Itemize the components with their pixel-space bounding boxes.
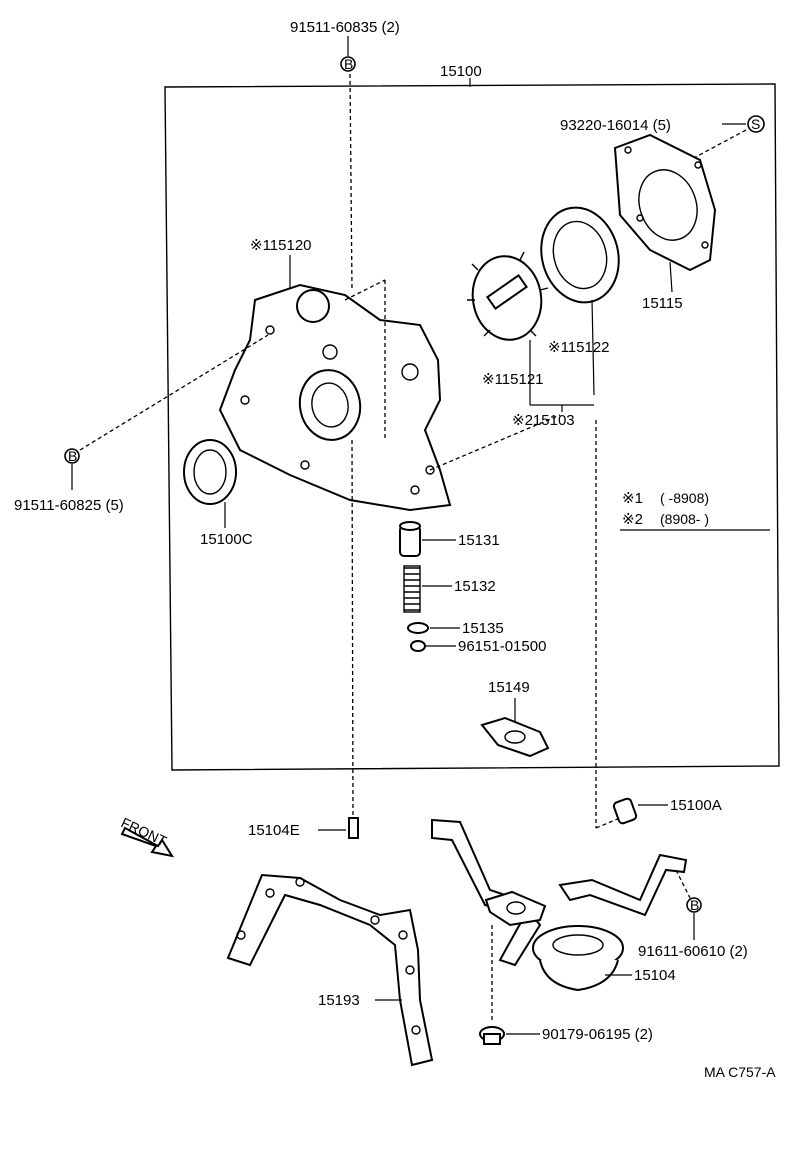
assembly-frame	[164, 83, 780, 771]
label-strainer: 15104	[634, 967, 676, 984]
leader-driven	[591, 299, 595, 396]
legend-row1-mark: ※1	[622, 490, 643, 507]
gasket-strainer-part	[480, 716, 550, 758]
pin-part	[612, 797, 638, 825]
legend-row2-mark: ※2	[622, 511, 643, 528]
spring-part	[403, 565, 421, 613]
label-spring: 15132	[454, 578, 496, 595]
drive-rotor-part	[467, 251, 549, 341]
screw-s-icon	[747, 115, 765, 133]
dash-bolt-left	[79, 334, 269, 451]
label-nut: 90179-06195 (2)	[542, 1026, 653, 1043]
dash-strainer-bolt	[675, 869, 691, 899]
bolt-b-strainer-icon	[686, 897, 702, 913]
pump-body-part	[218, 283, 452, 512]
screw-s-letter: S	[751, 116, 760, 132]
label-snap-ring: 96151-01500	[458, 638, 546, 655]
label-pin: 15100A	[670, 797, 722, 814]
dash-body-rotor	[429, 414, 561, 471]
dash-bolt-top	[349, 73, 353, 291]
dash-screw	[689, 129, 747, 161]
label-oil-seal: 15100C	[200, 531, 253, 548]
diagram-code: MA C757-A	[704, 1064, 776, 1080]
label-bolt-left: 91511-60825 (5)	[14, 497, 124, 514]
bolt-b-icon	[340, 56, 356, 72]
retainer-part	[407, 622, 429, 634]
relief-valve-part	[399, 521, 421, 557]
label-pump-body: ※115120	[250, 237, 312, 254]
label-screw-cover: 93220-16014 (5)	[560, 117, 671, 134]
dash-gasket-pin	[595, 817, 621, 829]
label-drive-rotor: ※115121	[482, 371, 544, 388]
label-plug: 15104E	[248, 822, 300, 839]
cover-plate-part	[613, 133, 717, 272]
label-bolt-top: 91511-60835 (2)	[290, 19, 400, 36]
label-gasket-strainer: 15149	[488, 679, 530, 696]
leader-cover	[669, 261, 673, 293]
plug-part	[348, 817, 359, 839]
legend-row2-value: (8908- )	[660, 511, 709, 527]
label-strainer-bolt: 91611-60610 (2)	[638, 943, 748, 960]
label-retainer: 15135	[462, 620, 504, 637]
label-driven-rotor: ※115122	[548, 339, 610, 356]
front-arrow-icon	[120, 826, 175, 858]
strainer-part	[431, 818, 688, 992]
label-relief-valve: 15131	[458, 532, 500, 549]
bolt-b-left-letter: B	[68, 448, 77, 464]
label-pump-gasket: 15193	[318, 992, 360, 1009]
pump-gasket-part	[226, 873, 434, 1067]
dash-body-right	[344, 279, 386, 301]
bolt-b-strainer-letter: B	[690, 897, 699, 913]
snap-ring-part	[410, 640, 426, 652]
label-assembly: 15100	[440, 63, 482, 80]
driven-rotor-part	[540, 206, 620, 304]
label-front: FRONT	[119, 814, 170, 849]
nut-part	[479, 1026, 505, 1045]
label-cover-plate: 15115	[642, 295, 683, 312]
oil-seal-part	[183, 439, 237, 505]
label-rotor-set: ※215103	[512, 412, 575, 429]
legend-row1-value: ( -8908)	[660, 490, 709, 506]
bolt-b-left-icon	[64, 448, 80, 464]
bolt-b-letter: B	[344, 56, 353, 72]
